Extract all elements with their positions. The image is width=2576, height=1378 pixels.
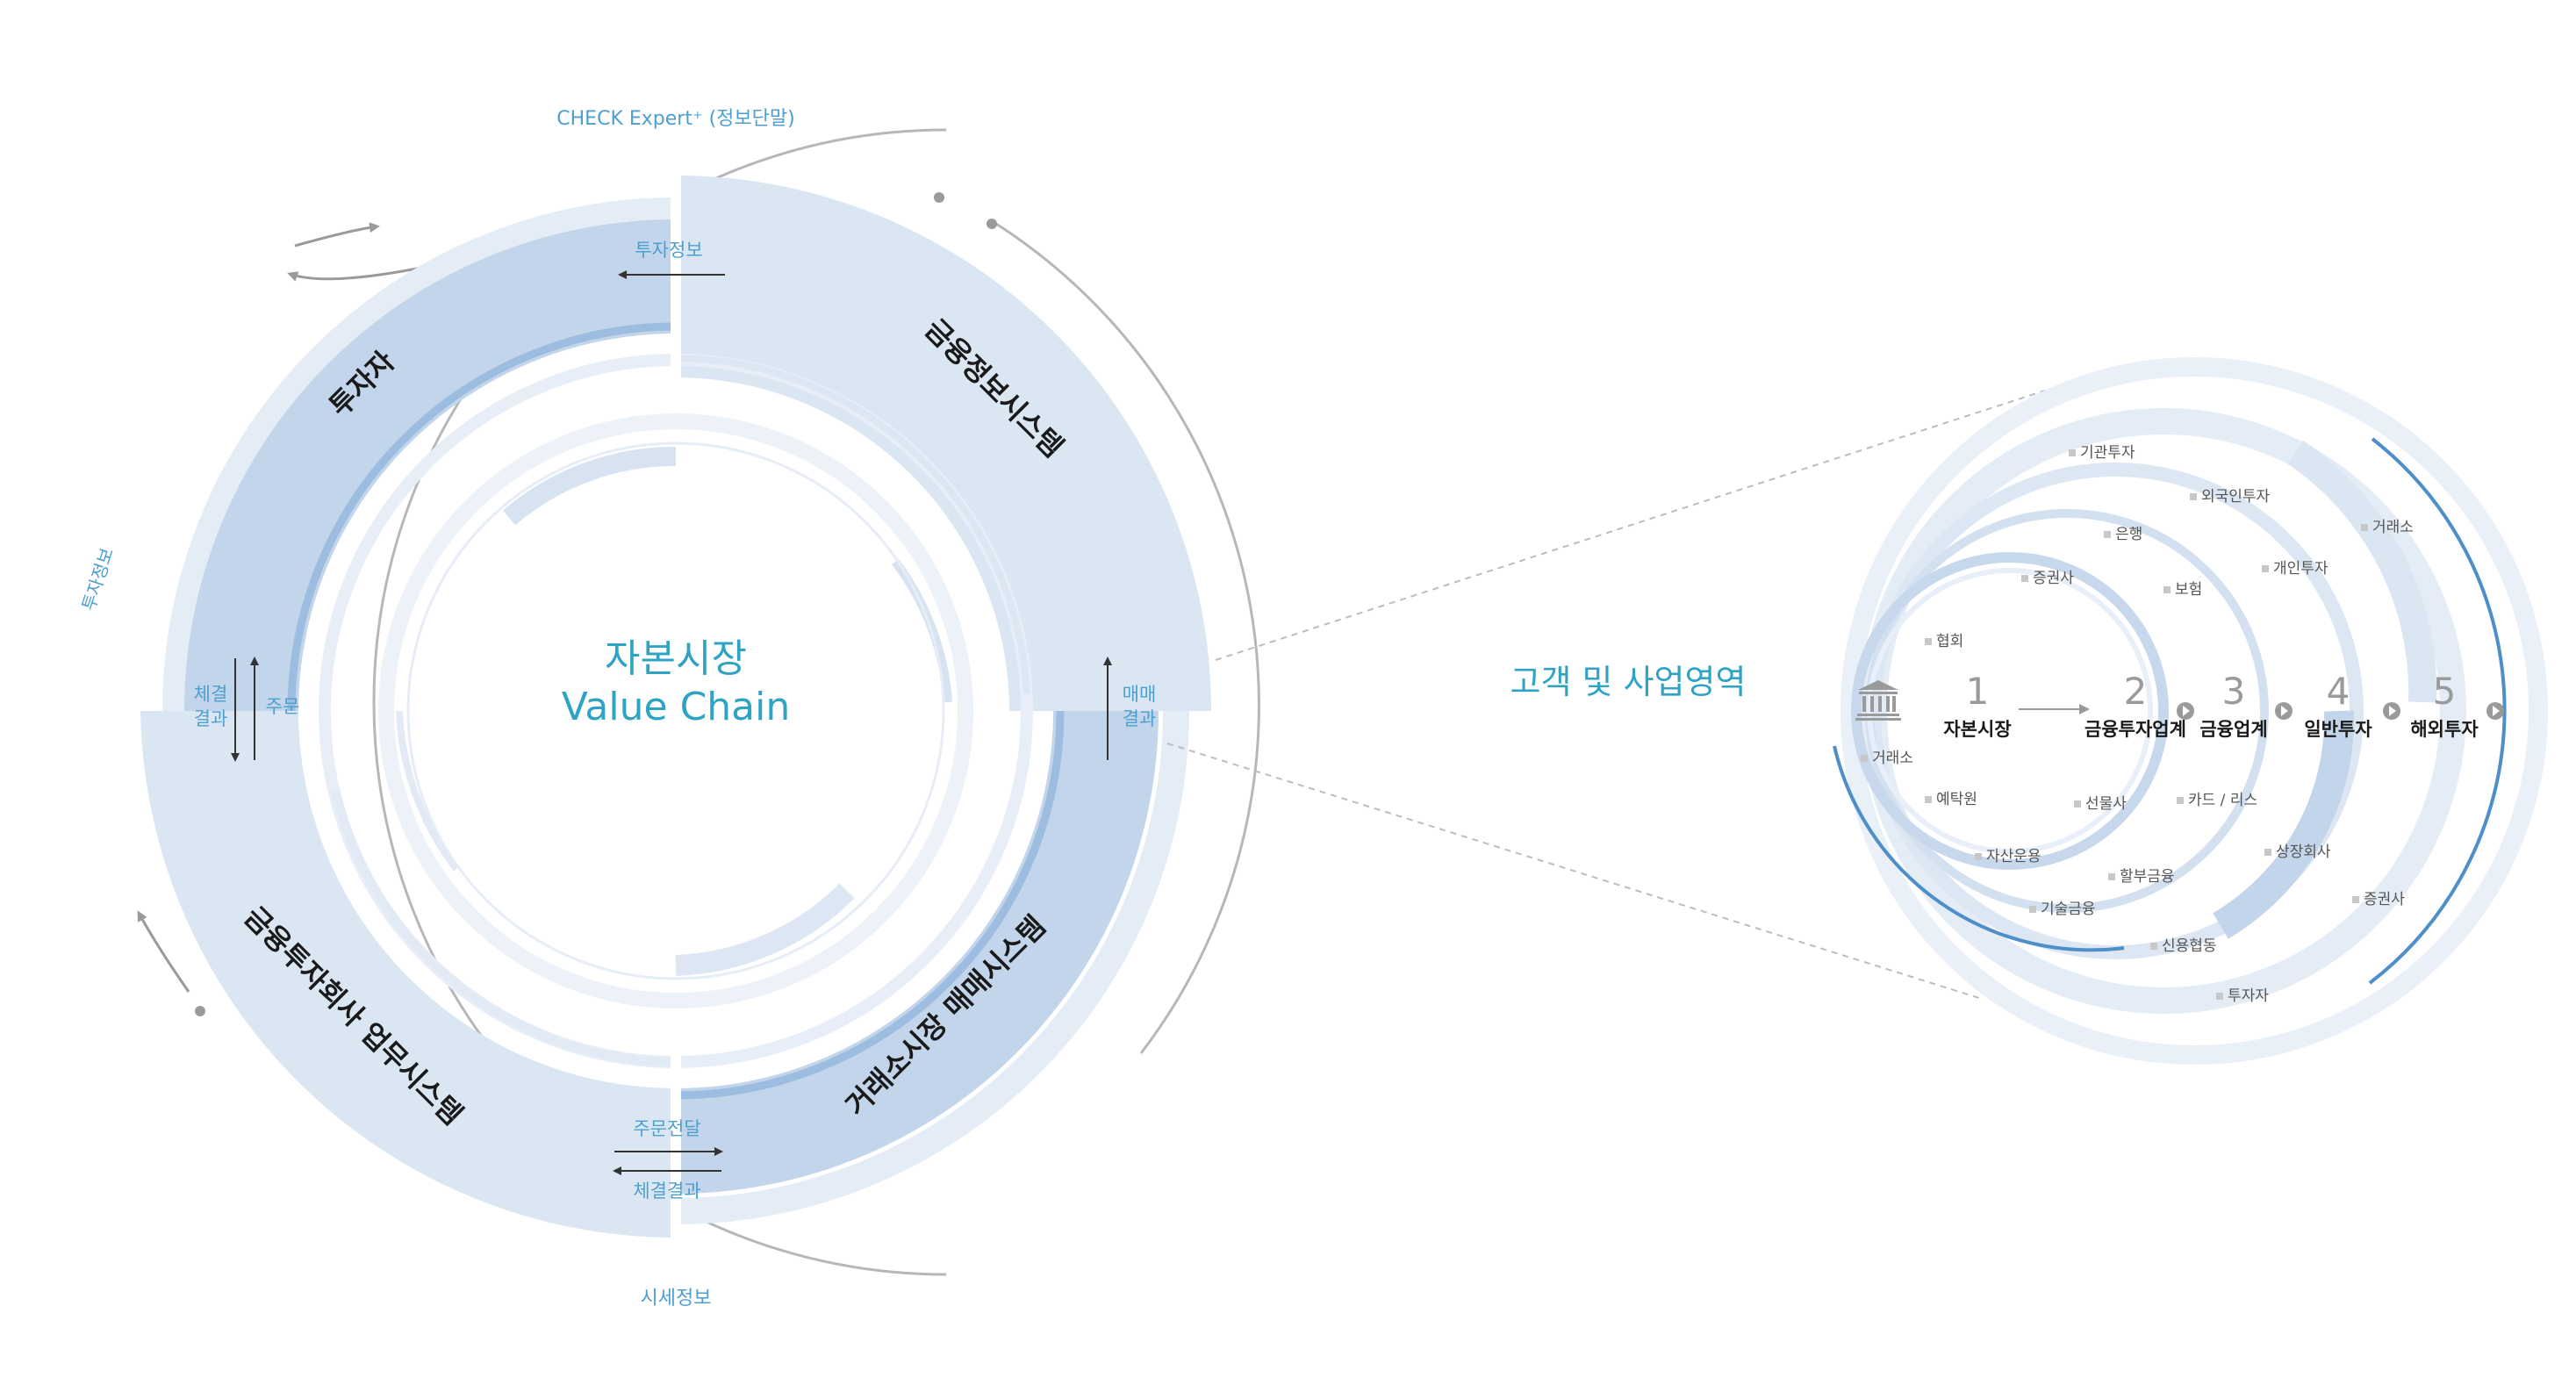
flow-label-trade-2: 결과 bbox=[1123, 708, 1157, 729]
inner-arc-a bbox=[679, 355, 1030, 694]
segment-investor bbox=[184, 219, 676, 711]
connector-line-top bbox=[1215, 390, 2046, 661]
ring-dot-left bbox=[195, 1006, 205, 1016]
level-1-label: 자본시장 bbox=[1943, 719, 2011, 740]
divider-top bbox=[671, 158, 681, 377]
arc-level-5-accent bbox=[2368, 437, 2507, 985]
circle-level-1-inner bbox=[1867, 568, 2153, 854]
level-1-number: 1 bbox=[1966, 670, 1990, 713]
level-2-number: 2 bbox=[2124, 670, 2148, 713]
ring-dot-top-2 bbox=[987, 219, 997, 229]
inner-arc-e bbox=[675, 883, 855, 976]
flow-label-trade-1: 매매 bbox=[1123, 684, 1157, 705]
flow-arrow-left bbox=[137, 910, 190, 993]
ring-label-check-expert: CHECK Expert⁺ (정보단말) bbox=[556, 108, 794, 130]
segment-firm-system bbox=[140, 711, 676, 1238]
tag-label: 보험 bbox=[2175, 581, 2202, 599]
tag-list: 기관투자 외국인투자 거래소 은행 개인투자 증권사 보험 협회 거래소 예탁원… bbox=[1861, 444, 2414, 1005]
arc-level-4-accent bbox=[2287, 440, 2437, 703]
ring-dot-top bbox=[934, 192, 944, 203]
tag-label: 상장회사 bbox=[2276, 843, 2331, 861]
level-2-label: 금융투자업계 bbox=[2084, 719, 2186, 740]
business-area-circles: 1 자본시장 2 금융투자업계 3 금융업계 4 일반투자 5 해외투자 기관투… bbox=[1833, 357, 2548, 1065]
tag-label: 카드 / 리스 bbox=[2188, 792, 2257, 809]
outer-ring-arc-right bbox=[995, 222, 1260, 1054]
flow-label-left-result-1: 체결 bbox=[194, 684, 228, 705]
tag-label: 선물사 bbox=[2085, 795, 2127, 813]
center-title-ko: 자본시장 bbox=[605, 636, 747, 681]
tag-label: 기관투자 bbox=[2080, 444, 2135, 462]
tag-label: 거래소 bbox=[2372, 519, 2414, 536]
tag-label: 외국인투자 bbox=[2201, 488, 2271, 506]
tag-label: 거래소 bbox=[1872, 750, 1913, 767]
institution-icon bbox=[1855, 680, 1901, 721]
ring-label-invest-info: 투자정보 bbox=[78, 545, 118, 613]
tag-label: 신용협동 bbox=[2162, 937, 2217, 955]
flow-arrow-top-2 bbox=[294, 222, 380, 248]
flow-label-invest-info: 투자정보 bbox=[635, 240, 702, 261]
tag-label: 투자자 bbox=[2228, 987, 2269, 1005]
flow-label-order-deliver: 주문전달 bbox=[633, 1118, 700, 1139]
arc-level-3-accent bbox=[2213, 710, 2355, 939]
tag-label: 자산운용 bbox=[1986, 848, 2041, 865]
flow-label-left-order: 주문 bbox=[266, 696, 300, 717]
level-5-label: 해외투자 bbox=[2410, 719, 2479, 740]
segment-info-system bbox=[676, 176, 1211, 711]
arc-level-3-line bbox=[1833, 745, 2125, 952]
right-title: 고객 및 사업영역 bbox=[1510, 663, 1747, 701]
value-chain-circle: 자본시장 Value Chain CHECK Expert⁺ (정보단말) 투자… bbox=[78, 108, 1260, 1310]
flow-label-left-result-2: 결과 bbox=[194, 708, 228, 729]
center-title-en: Value Chain bbox=[562, 685, 791, 729]
accent-arc-investor bbox=[287, 322, 677, 712]
tag-label: 증권사 bbox=[2033, 570, 2074, 587]
level-3-label: 금융업계 bbox=[2199, 719, 2267, 740]
accent-arc-exchange bbox=[675, 710, 1065, 1100]
connector-line-bottom bbox=[1166, 743, 1983, 1000]
circle-level-1 bbox=[1851, 552, 2169, 870]
tag-label: 증권사 bbox=[2364, 891, 2405, 908]
tag-label: 기술금융 bbox=[2041, 901, 2096, 918]
tag-label: 예탁원 bbox=[1936, 791, 1977, 808]
level-5-number: 5 bbox=[2433, 670, 2457, 713]
level-4-label: 일반투자 bbox=[2304, 719, 2372, 740]
inner-ring-2 bbox=[378, 413, 973, 1008]
tag-label: 할부금융 bbox=[2120, 868, 2175, 886]
flow-label-exec-result: 체결결과 bbox=[633, 1181, 700, 1202]
level-3-number: 3 bbox=[2222, 670, 2246, 713]
tag-label: 개인투자 bbox=[2273, 560, 2328, 578]
tag-label: 협회 bbox=[1936, 633, 1963, 650]
divider-bottom bbox=[671, 1044, 681, 1264]
circle-level-5 bbox=[1841, 357, 2548, 1065]
inner-arc-f bbox=[396, 710, 460, 872]
level-4-number: 4 bbox=[2327, 670, 2350, 713]
ring-label-market-data: 시세정보 bbox=[641, 1288, 712, 1310]
inner-arc-c bbox=[502, 446, 677, 526]
inner-ring-3 bbox=[406, 441, 945, 980]
tag-label: 은행 bbox=[2115, 526, 2142, 543]
inner-arc-b bbox=[331, 788, 677, 1066]
